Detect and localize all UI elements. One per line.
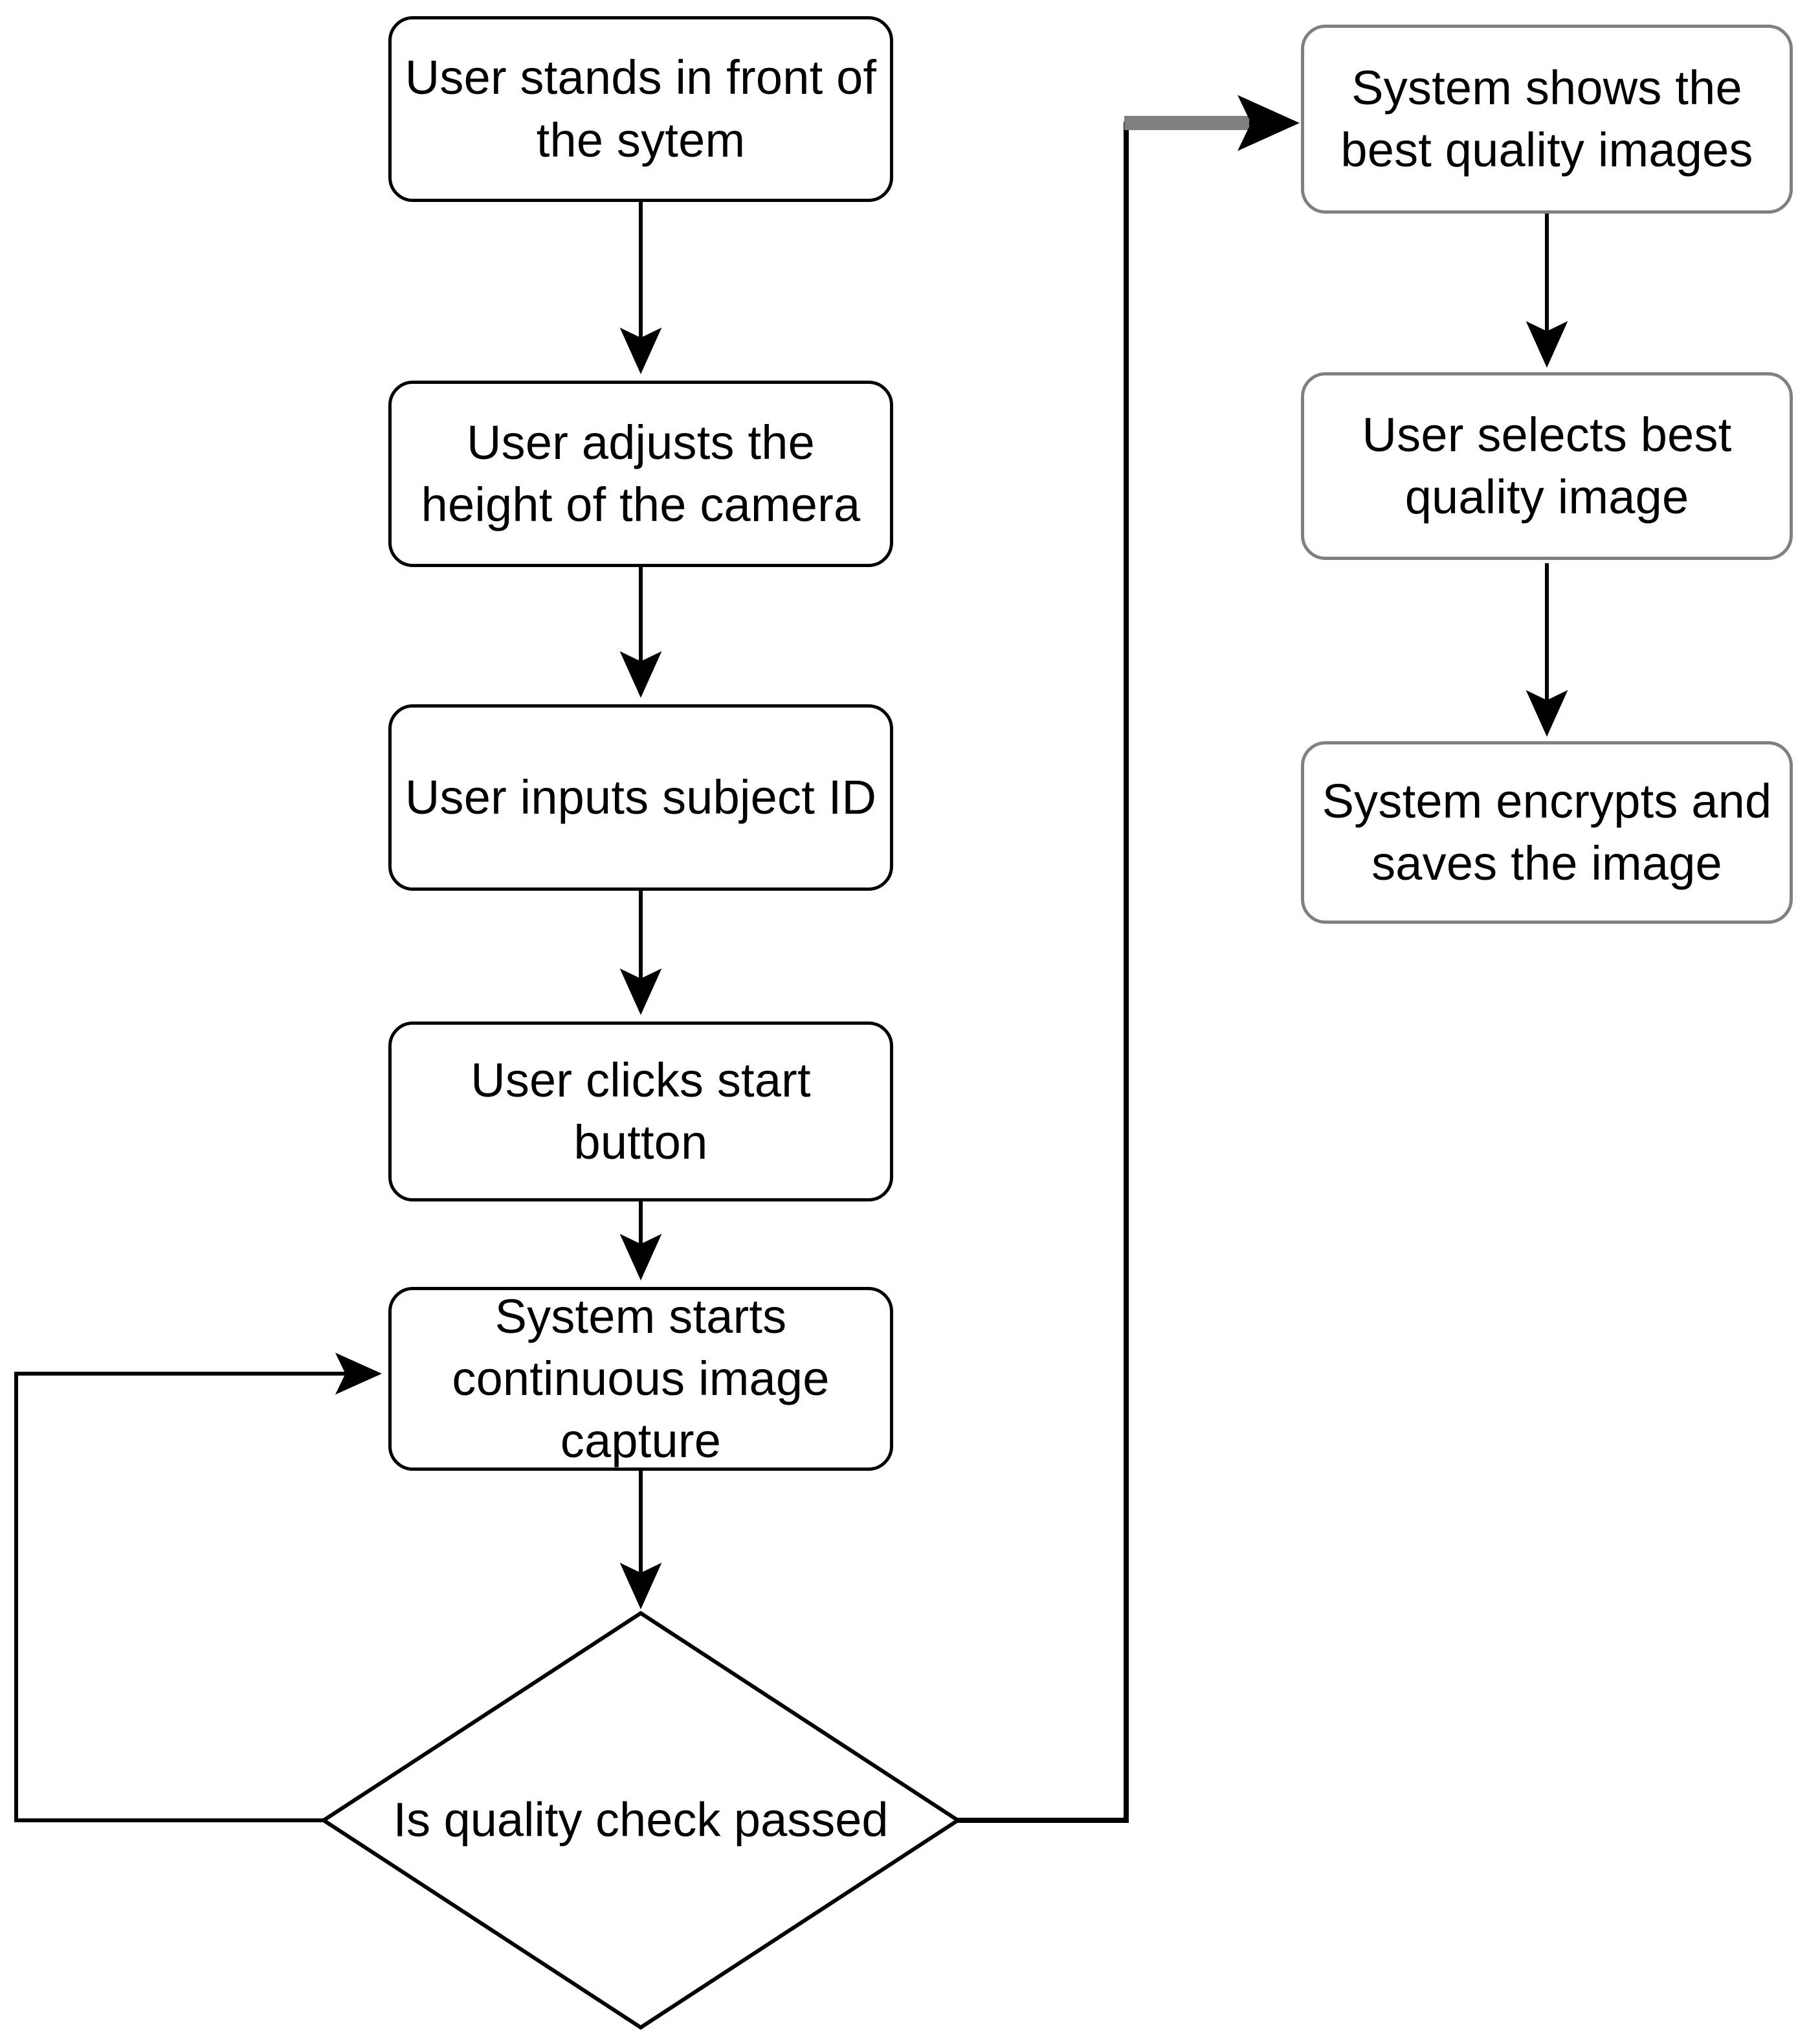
node-adjust-height-label: User adjusts the height of the camera bbox=[421, 415, 861, 531]
edge-quality-check-to-show-best-images-vertical bbox=[958, 122, 1129, 1823]
node-select-best-image-label: User selects best quality image bbox=[1362, 407, 1732, 524]
node-click-start[interactable]: User clicks start button bbox=[388, 1022, 893, 1201]
node-show-best-images[interactable]: System shows the best quality images bbox=[1301, 25, 1793, 214]
node-select-best-image[interactable]: User selects best quality image bbox=[1301, 372, 1793, 560]
node-start[interactable]: User stands in front of the sytem bbox=[388, 16, 893, 202]
node-quality-check[interactable]: Is quality check passed bbox=[324, 1613, 958, 2027]
node-start-label: User stands in front of the sytem bbox=[405, 50, 877, 167]
node-input-subject-id-label: User inputs subject ID bbox=[405, 770, 877, 824]
node-input-subject-id[interactable]: User inputs subject ID bbox=[388, 704, 893, 891]
node-continuous-capture[interactable]: System starts continuous image capture bbox=[388, 1287, 893, 1471]
node-encrypt-save-label: System encrypts and saves the image bbox=[1322, 774, 1772, 890]
node-adjust-height[interactable]: User adjusts the height of the camera bbox=[388, 381, 893, 567]
node-continuous-capture-label: System starts continuous image capture bbox=[452, 1289, 830, 1468]
node-click-start-label: User clicks start button bbox=[471, 1053, 811, 1169]
node-encrypt-save[interactable]: System encrypts and saves the image bbox=[1301, 741, 1793, 924]
node-quality-check-label: Is quality check passed bbox=[393, 1792, 889, 1847]
node-show-best-images-label: System shows the best quality images bbox=[1340, 60, 1753, 177]
